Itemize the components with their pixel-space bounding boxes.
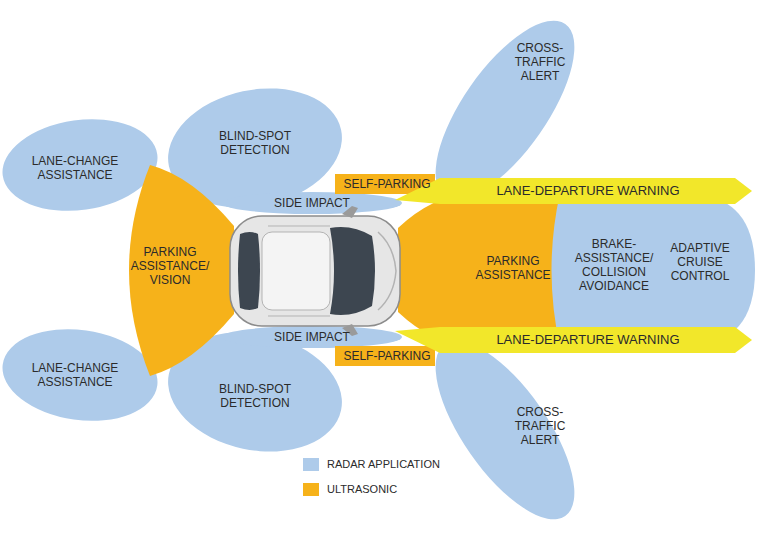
zone-label: SELF-PARKING [332, 177, 442, 191]
zone-label: ADAPTIVE CRUISE CONTROL [664, 241, 736, 283]
sensor-zone: BLIND-SPOT DETECTION [205, 129, 305, 157]
zone-label: PARKING ASSISTANCE/ VISION [125, 245, 215, 287]
sensor-zone: BLIND-SPOT DETECTION [205, 382, 305, 410]
sensor-zone: CROSS- TRAFFIC ALERT [505, 405, 575, 447]
zone-label: LANE-CHANGE ASSISTANCE [25, 154, 125, 182]
legend-text: ULTRASONIC [327, 483, 397, 496]
legend-swatch [303, 458, 319, 471]
sensor-zone: LANE-CHANGE ASSISTANCE [25, 154, 125, 182]
sensor-zone: BRAKE- ASSISTANCE/ COLLISION AVOIDANCE [568, 237, 660, 293]
sensor-zone: SELF-PARKING [332, 177, 442, 191]
sensor-zone: PARKING ASSISTANCE/ VISION [125, 245, 215, 287]
zone-label: LANE-DEPARTURE WARNING [478, 184, 698, 198]
sensor-zone: LANE-CHANGE ASSISTANCE [25, 361, 125, 389]
zone-label: BRAKE- ASSISTANCE/ COLLISION AVOIDANCE [568, 237, 660, 293]
zone-label: SELF-PARKING [332, 349, 442, 363]
sensor-zone: ADAPTIVE CRUISE CONTROL [664, 241, 736, 283]
zone-label: PARKING ASSISTANCE [470, 254, 556, 282]
zone-label: LANE-CHANGE ASSISTANCE [25, 361, 125, 389]
sensor-zone: LANE-DEPARTURE WARNING [478, 184, 698, 198]
sensor-zone: PARKING ASSISTANCE [470, 254, 556, 282]
sensor-zone: SIDE IMPACT [262, 196, 362, 210]
legend-text: RADAR APPLICATION [327, 458, 440, 471]
zone-label: BLIND-SPOT DETECTION [205, 382, 305, 410]
legend-swatch [303, 483, 319, 496]
zone-label: LANE-DEPARTURE WARNING [478, 333, 698, 347]
zone-label: SIDE IMPACT [262, 196, 362, 210]
zone-label: CROSS- TRAFFIC ALERT [505, 41, 575, 83]
sensor-zone: SIDE IMPACT [262, 330, 362, 344]
zone-label: SIDE IMPACT [262, 330, 362, 344]
zone-label: BLIND-SPOT DETECTION [205, 129, 305, 157]
sensor-zone: LANE-DEPARTURE WARNING [478, 333, 698, 347]
sensor-zone: CROSS- TRAFFIC ALERT [505, 41, 575, 83]
sensor-zone: SELF-PARKING [332, 349, 442, 363]
car-top-view [230, 206, 400, 336]
zone-label: CROSS- TRAFFIC ALERT [505, 405, 575, 447]
